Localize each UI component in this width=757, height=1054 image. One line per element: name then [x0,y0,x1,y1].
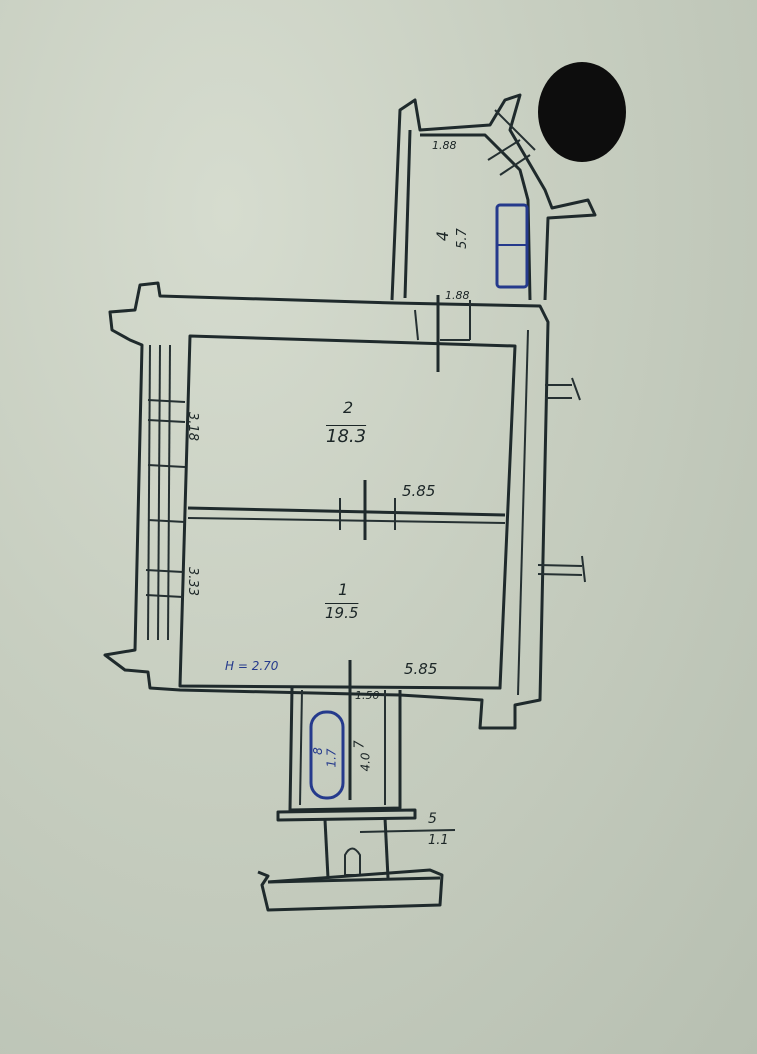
room-7-area: 4.0 [358,752,373,772]
room-8-number: 8 [310,747,325,755]
left-windows [145,344,186,641]
room-7-number: 7 [352,740,368,749]
dim-bottom-room-height: 3.33 [184,567,200,596]
room-4-area: 5.7 [454,228,470,249]
room-5-number: 5 [428,811,437,827]
dim-top-room-height: 3.18 [184,412,200,441]
kitchen-block [390,93,597,372]
dim-kitchen-bottom: 1.88 [445,289,470,302]
redaction-blot [538,62,626,162]
ceiling-height-note: H = 2.70 [225,659,279,673]
dim-kitchen-top: 1.88 [432,139,457,152]
room-1-number: 1 [338,580,349,599]
room-8-area: 1.7 [324,748,339,768]
bathroom-block [257,660,456,912]
room-2-number: 2 [343,398,354,417]
room-2-area: 18.3 [326,426,367,447]
dim-small-hall: 1.50 [355,689,380,702]
room-4-number: 4 [433,230,453,242]
room-5-area: 1.1 [428,833,449,848]
dim-top-room-width: 5.85 [402,482,436,500]
outer-walls [103,281,586,730]
dim-bottom-room-width: 5.85 [404,660,438,678]
room-1-area: 19.5 [325,604,359,622]
